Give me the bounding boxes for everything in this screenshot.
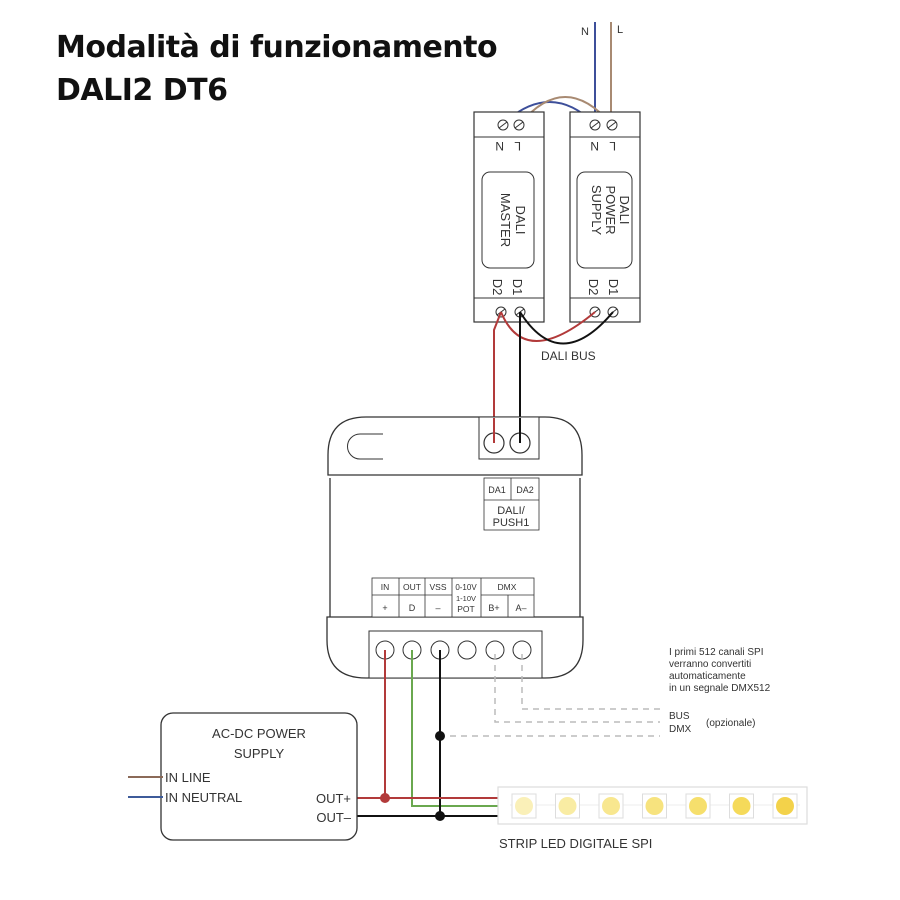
dmx-conversion-note: I primi 512 canali SPI verranno converti… — [669, 647, 771, 735]
led-chip — [685, 793, 711, 819]
title-line-2: DALI2 DT6 — [56, 73, 228, 108]
output-wiring — [356, 650, 498, 821]
label-dali: DALI/ — [497, 505, 525, 517]
positive-junction-dot — [380, 793, 390, 803]
label-da1: DA1 — [488, 485, 506, 495]
led-light-icon — [776, 797, 794, 815]
psu-name-2: POWER — [603, 185, 618, 234]
io-header-0-10v: 0-10V — [455, 583, 477, 592]
page-title: Modalità di funzionamento DALI2 DT6 — [56, 26, 498, 112]
psu-terminal-d2: D2 — [586, 279, 601, 296]
dali-power-supply-module: L N DALI POWER SUPPLY D2 D1 — [569, 111, 641, 323]
psu-name-1: DALI — [617, 196, 632, 225]
led-chip — [772, 793, 798, 819]
io-sub-d: D — [409, 603, 416, 613]
dmx-dashed-lines — [450, 654, 660, 737]
data-wire — [411, 650, 498, 807]
line-label: L — [617, 24, 623, 36]
io-sub-b-plus: B+ — [488, 603, 499, 613]
note-line-1: I primi 512 canali SPI — [669, 647, 764, 658]
psu-terminal-d1: D1 — [606, 279, 621, 296]
controller-device: DA1 DA2 DALI/ PUSH1 IN OUT VSS 0-10V DMX… — [326, 416, 584, 679]
master-name-1: DALI — [513, 206, 528, 235]
led-light-icon — [558, 797, 577, 815]
led-chip — [511, 793, 537, 819]
dali-master-module: L N DALI MASTER D2 D1 — [473, 111, 545, 323]
bus-label: BUS — [669, 711, 690, 722]
io-label-table: IN OUT VSS 0-10V DMX + D – 1-10V POT B+ … — [371, 577, 535, 618]
psu-title-1: AC-DC POWER — [212, 726, 306, 741]
negative-junction-dot — [435, 811, 445, 821]
master-terminal-d2: D2 — [490, 279, 505, 296]
io-header-dmx: DMX — [498, 582, 517, 592]
led-chip — [598, 793, 624, 819]
label-push1: PUSH1 — [493, 517, 530, 529]
led-chip — [729, 793, 754, 819]
psu-terminal-l: L — [609, 139, 616, 153]
mains-input: N L — [502, 22, 623, 125]
terminal-0-10v — [457, 640, 477, 660]
master-terminal-n: N — [495, 139, 504, 153]
led-light-icon — [515, 797, 533, 815]
title-line-1: Modalità di funzionamento — [56, 30, 498, 65]
ac-dc-power-supply: AC-DC POWER SUPPLY IN LINE IN NEUTRAL OU… — [128, 712, 358, 841]
psu-title-2: SUPPLY — [234, 746, 285, 761]
io-header-out: OUT — [403, 582, 421, 592]
dali-bus-d2-wire — [500, 311, 596, 342]
led-light-icon — [732, 797, 751, 815]
io-sub-plus: + — [382, 603, 387, 613]
led-light-icon — [689, 797, 707, 815]
dali-bus-wiring: DALI BUS — [493, 311, 614, 443]
out-minus-label: OUT– — [316, 810, 351, 825]
out-plus-label: OUT+ — [316, 791, 351, 806]
note-line-3: automaticamente — [669, 671, 746, 682]
io-header-in: IN — [381, 582, 390, 592]
led-light-icon — [602, 797, 620, 815]
master-name-2: MASTER — [498, 193, 513, 247]
io-sub-pot: POT — [457, 604, 474, 614]
optional-label: (opzionale) — [706, 718, 755, 729]
neutral-label: N — [581, 26, 589, 38]
led-strip-label: STRIP LED DIGITALE SPI — [499, 836, 652, 851]
latch-icon — [347, 433, 383, 460]
dmx-b-plus-line — [494, 654, 660, 723]
dmx-ground-junction-dot — [435, 731, 445, 741]
in-line-label: IN LINE — [165, 770, 211, 785]
psu-name-3: SUPPLY — [589, 185, 604, 236]
note-line-4: in un segnale DMX512 — [669, 683, 771, 694]
master-terminal-l: L — [514, 139, 521, 153]
io-sub-a-minus: A– — [515, 603, 526, 613]
io-header-vss: VSS — [429, 582, 446, 592]
led-chip — [555, 793, 580, 819]
dali-bus-d1-wire — [519, 311, 614, 345]
note-line-2: verranno convertiti — [669, 659, 751, 670]
in-neutral-label: IN NEUTRAL — [165, 790, 242, 805]
led-light-icon — [645, 797, 664, 815]
dali-drop-red-wire — [493, 311, 502, 443]
psu-terminal-n: N — [590, 139, 599, 153]
led-strip: STRIP LED DIGITALE SPI — [497, 786, 808, 851]
dmx-label: DMX — [669, 724, 692, 735]
led-chip — [642, 793, 667, 819]
io-sub-minus: – — [435, 603, 440, 613]
dali-bus-label: DALI BUS — [541, 349, 596, 363]
label-da2: DA2 — [516, 485, 534, 495]
dmx-a-minus-line — [521, 654, 660, 710]
io-terminals — [375, 640, 532, 660]
io-sub-1-10v: 1-10V — [456, 594, 476, 603]
master-terminal-d1: D1 — [510, 279, 525, 296]
